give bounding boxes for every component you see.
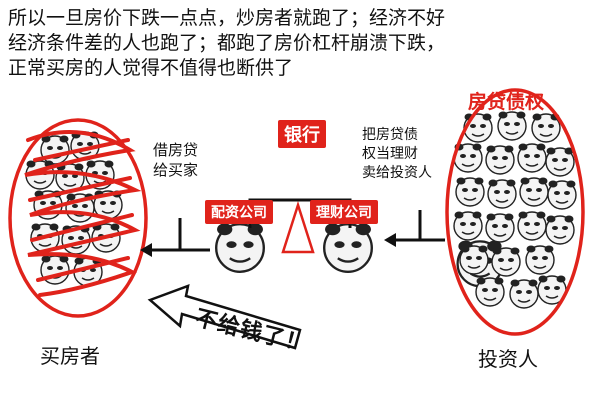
red-triangle [281,200,315,254]
borrow-note-line-1: 借房贷 [153,141,199,159]
caption-line-2: 经济条件差的人也跑了；都跑了房价杠杆崩溃下跌， [8,32,446,54]
licai-face [323,222,373,273]
caption-text: 所以一旦房价下跌一点点，炒房者就跑了；经济不好 经济条件差的人也跑了；都跑了房价… [8,6,592,81]
bank-tag: 银行 [278,120,326,148]
caption-line-3: 正常买房的人觉得不值得也断供了 [8,57,294,79]
pack-note-line-1: 把房贷债 [362,127,418,143]
pack-note-line-3: 卖给投资人 [362,165,432,181]
pack-note-line-2: 权当理财 [362,146,418,162]
licai-tag: 理财公司 [310,200,378,224]
arrow-to-buyers [140,243,152,257]
mortgage-debt-label: 房贷债权 [468,91,545,113]
investors-red-circle [445,88,585,336]
no-money-arrow [147,284,302,350]
buyers-label: 买房者 [40,344,100,368]
red-scribble-cross-out [8,118,148,318]
investors-label: 投资人 [478,347,538,371]
peizi-face [215,222,265,273]
borrow-note-line-2: 给买家 [153,161,199,179]
caption-line-1: 所以一旦房价下跌一点点，炒房者就跑了；经济不好 [8,7,446,29]
borrow-note: 借房贷 给买家 [153,140,198,180]
arrow-to-licai [384,233,396,247]
peizi-tag: 配资公司 [205,200,273,224]
pack-note: 把房贷债 权当理财 卖给投资人 [362,126,432,183]
